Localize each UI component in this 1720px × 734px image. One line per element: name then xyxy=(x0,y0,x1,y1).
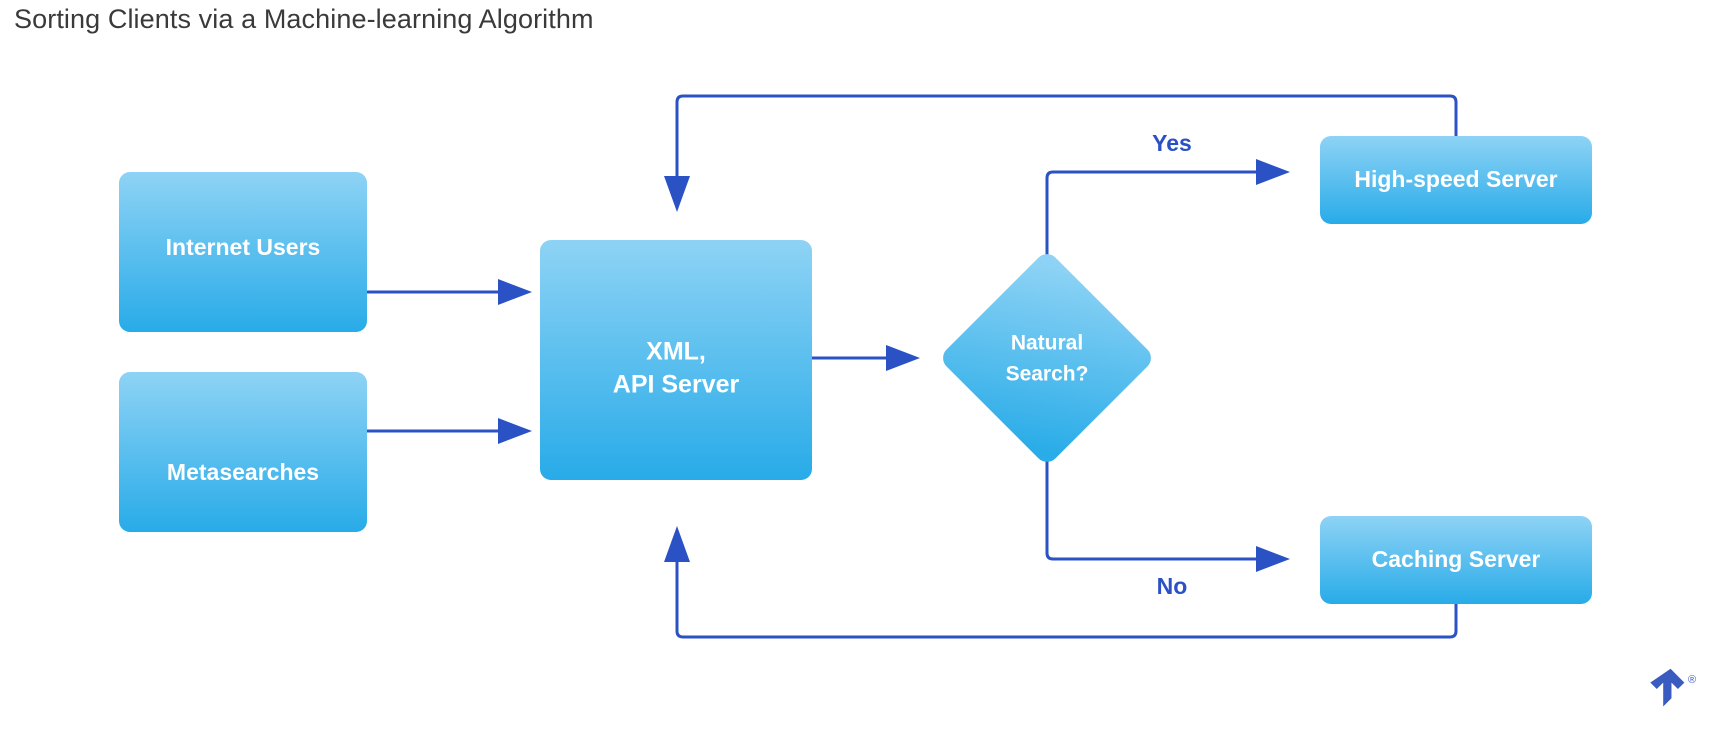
node-natural-search-label-line2: Search? xyxy=(1006,363,1089,386)
node-internet-users-label: Internet Users xyxy=(166,234,321,260)
node-metasearches[interactable]: Metasearches xyxy=(119,372,367,532)
node-xml-api-server-label-line2: API Server xyxy=(613,371,740,399)
node-high-speed-server[interactable]: High-speed Server xyxy=(1320,136,1592,224)
edge-label-yes: Yes xyxy=(1152,130,1192,156)
edge-natural-search-to-caching xyxy=(1045,448,1290,572)
node-metasearches-label: Metasearches xyxy=(167,459,319,485)
toptal-logo-watermark: ® xyxy=(1650,668,1696,707)
edge-xml-to-natural-search xyxy=(812,345,920,371)
node-natural-search[interactable]: Natural Search? xyxy=(938,249,1156,467)
edge-label-no: No xyxy=(1157,573,1188,599)
registered-mark: ® xyxy=(1688,674,1696,686)
node-high-speed-server-label: High-speed Server xyxy=(1354,166,1557,192)
edge-high-speed-to-xml-feedback xyxy=(664,94,1458,212)
node-natural-search-label-line1: Natural xyxy=(1011,332,1083,355)
edge-natural-search-to-high-speed xyxy=(1045,159,1290,268)
node-xml-api-server-label-line1: XML, xyxy=(646,338,706,366)
edge-internet-users-to-xml xyxy=(366,279,532,305)
node-caching-server[interactable]: Caching Server xyxy=(1320,516,1592,604)
node-xml-api-server[interactable]: XML, API Server xyxy=(540,240,812,480)
edge-caching-to-xml-feedback xyxy=(664,526,1458,639)
node-caching-server-label: Caching Server xyxy=(1372,546,1541,572)
edge-metasearches-to-xml xyxy=(366,418,532,444)
node-internet-users[interactable]: Internet Users xyxy=(119,172,367,332)
page-title: Sorting Clients via a Machine-learning A… xyxy=(14,4,594,34)
